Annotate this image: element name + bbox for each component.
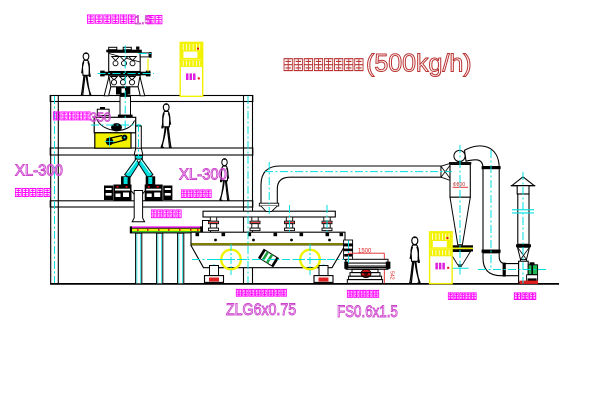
- svg-text:FS0.6x1.5: FS0.6x1.5: [337, 303, 398, 322]
- svg-text:XL-300: XL-300: [15, 162, 63, 180]
- svg-text:1.5: 1.5: [135, 13, 152, 27]
- svg-text:1500: 1500: [358, 248, 372, 254]
- svg-text:(500kg/h): (500kg/h): [366, 50, 472, 78]
- svg-text:Φ800: Φ800: [453, 182, 466, 188]
- svg-text:ZLG6x0.75: ZLG6x0.75: [226, 301, 296, 319]
- svg-text:350: 350: [90, 111, 111, 125]
- svg-text:542: 542: [389, 271, 395, 280]
- svg-text:XL-300: XL-300: [179, 166, 227, 184]
